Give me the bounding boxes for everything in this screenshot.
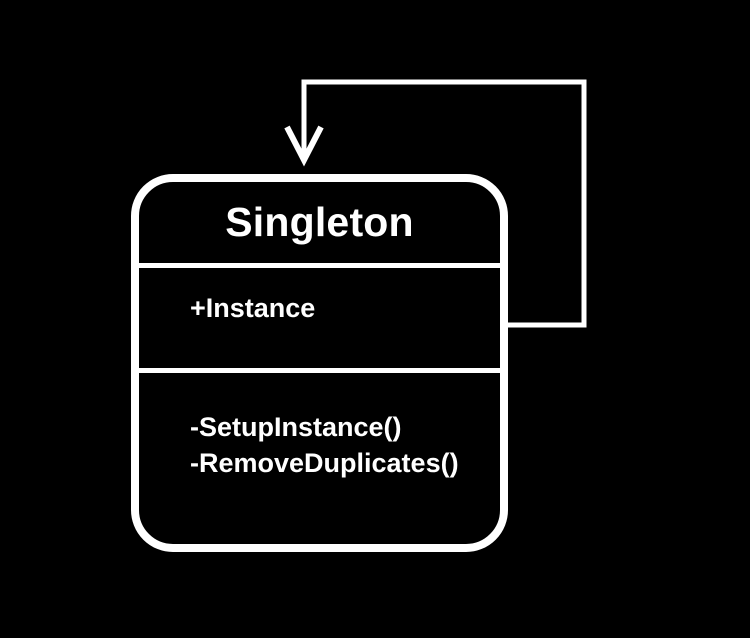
class-attributes-compartment: +Instance xyxy=(139,268,500,373)
attribute-row: +Instance xyxy=(190,293,316,323)
uml-class-box[interactable]: Singleton +Instance -SetupInstance() -Re… xyxy=(131,174,508,552)
operation-row: -SetupInstance() xyxy=(190,412,402,442)
class-name-compartment: Singleton xyxy=(139,182,500,268)
operation-row: -RemoveDuplicates() xyxy=(190,448,459,478)
class-operations-compartment: -SetupInstance() -RemoveDuplicates() xyxy=(139,373,500,481)
class-name-label: Singleton xyxy=(225,199,414,245)
arrowhead-open-v-icon xyxy=(284,125,324,167)
